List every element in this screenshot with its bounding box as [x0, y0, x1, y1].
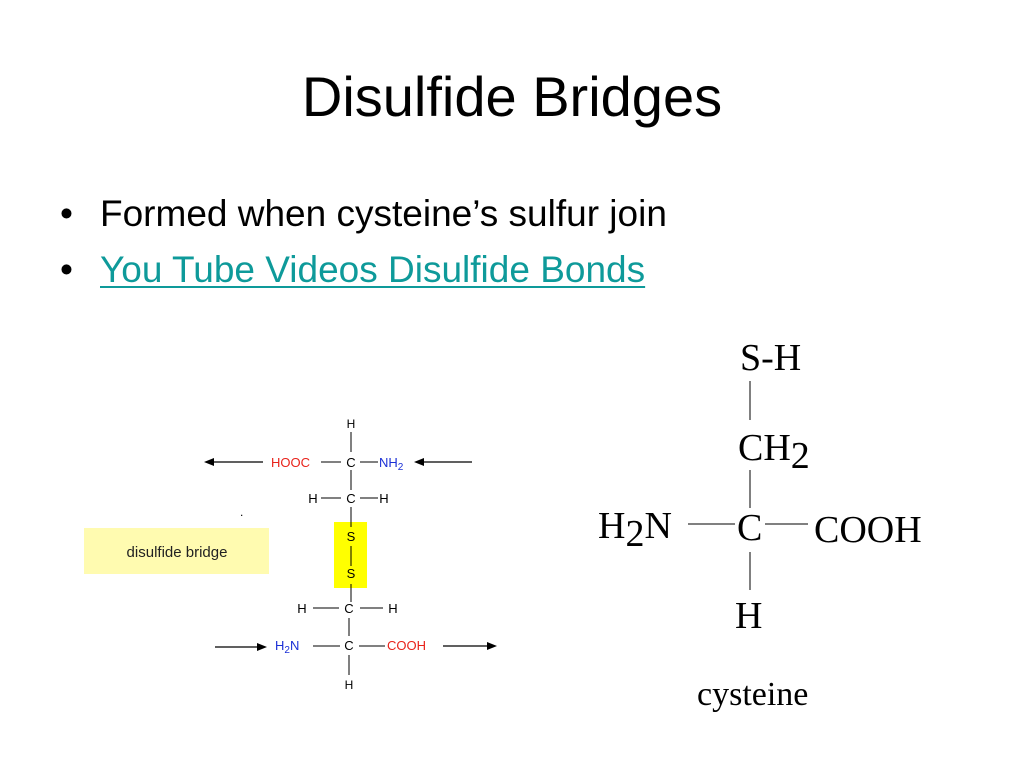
s2-label: S: [347, 566, 356, 581]
h-right-2: H: [388, 601, 397, 616]
stray-dot: .: [240, 505, 243, 519]
bottom-h-atom: H: [735, 595, 762, 637]
h-right-1: H: [379, 491, 388, 506]
arrowhead: [414, 458, 424, 466]
label-box: [84, 528, 269, 574]
bullet-list: • Formed when cysteine’s sulfur join • Y…: [60, 186, 667, 298]
bullet-glyph: •: [60, 193, 73, 234]
bullet-glyph: •: [60, 249, 73, 290]
h2n-label: H2N: [275, 638, 299, 656]
youtube-videos-link[interactable]: You Tube Videos Disulfide Bonds: [100, 249, 646, 290]
c1-label: C: [346, 455, 355, 470]
cooh-label: COOH: [387, 638, 426, 653]
c4-label: C: [344, 638, 353, 653]
h-left-2: H: [297, 601, 306, 616]
nh-label: NH2: [379, 455, 404, 473]
arrowhead: [487, 642, 497, 650]
bullet-item-youtube[interactable]: • You Tube Videos Disulfide Bonds: [60, 242, 667, 298]
central-c: C: [737, 507, 762, 549]
bottom-h: H: [345, 678, 354, 692]
sh-group: S-H: [740, 337, 801, 379]
bullet-item-formed: • Formed when cysteine’s sulfur join: [60, 186, 667, 242]
cysteine-caption: cysteine: [697, 676, 808, 713]
top-h: H: [347, 417, 356, 431]
c2-label: C: [346, 491, 355, 506]
arrowhead: [257, 643, 267, 651]
arrowhead: [204, 458, 214, 466]
s1-label: S: [347, 529, 356, 544]
label-box-text: disulfide bridge: [127, 544, 228, 561]
ch2-group: CH2: [738, 427, 810, 477]
h-left-1: H: [308, 491, 317, 506]
cooh-group: COOH: [814, 509, 922, 551]
h2n-group: H2N: [598, 505, 672, 555]
bullet-text: Formed when cysteine’s sulfur join: [100, 193, 667, 234]
hooc-label: HOOC: [271, 455, 310, 470]
c3-label: C: [344, 601, 353, 616]
slide-title: Disulfide Bridges: [301, 65, 723, 128]
